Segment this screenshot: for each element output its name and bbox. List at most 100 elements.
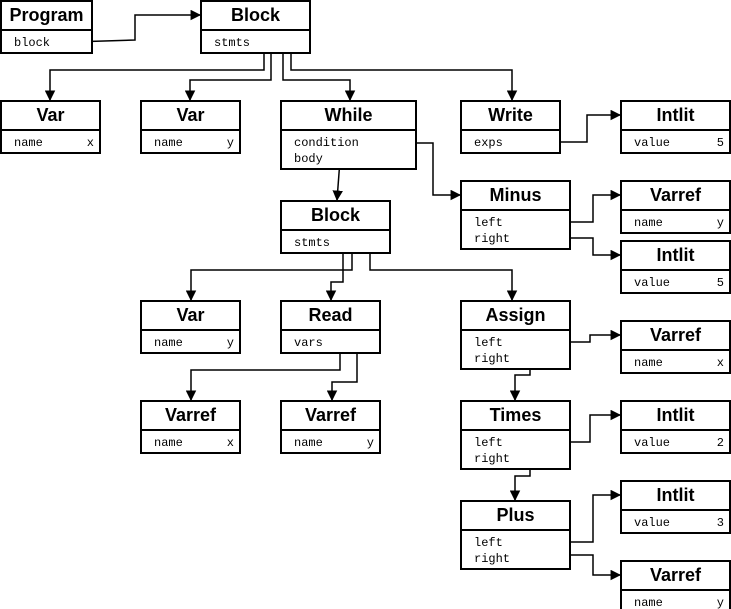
field-value: x xyxy=(227,436,234,450)
node-title: Intlit xyxy=(657,485,695,505)
field-name: stmts xyxy=(294,236,330,250)
edges xyxy=(44,9,622,581)
field-name: value xyxy=(634,276,670,290)
node-title: Read xyxy=(308,305,352,325)
node-title: Var xyxy=(176,305,204,325)
field-name: right xyxy=(474,452,510,466)
node-box xyxy=(280,300,381,354)
field-name: value xyxy=(634,136,670,150)
node-box xyxy=(0,100,101,154)
node-box xyxy=(280,400,381,454)
node-title: Var xyxy=(36,105,64,125)
field-value: 5 xyxy=(717,136,724,150)
field-name: value xyxy=(634,436,670,450)
field-name: condition xyxy=(294,136,359,150)
node-box xyxy=(280,200,391,254)
field-name: value xyxy=(634,516,670,530)
node-read: Read vars xyxy=(280,300,381,354)
node-box xyxy=(620,560,731,609)
field-name: name xyxy=(634,216,663,230)
node-title: Varref xyxy=(650,325,702,345)
node-box xyxy=(140,400,241,454)
node-title: Plus xyxy=(496,505,534,525)
field-name: name xyxy=(294,436,323,450)
field-name: name xyxy=(634,596,663,609)
node-box xyxy=(460,300,571,370)
node-box xyxy=(620,480,731,534)
node-box xyxy=(0,0,93,54)
field-name: left xyxy=(474,336,503,350)
node-box xyxy=(460,180,571,250)
field-value: y xyxy=(227,136,234,150)
field-name: name xyxy=(634,356,663,370)
node-title: Var xyxy=(176,105,204,125)
node-intlit_5b: Intlit value 5 xyxy=(620,240,731,294)
node-title: Assign xyxy=(485,305,545,325)
node-title: Intlit xyxy=(657,105,695,125)
field-value: x xyxy=(717,356,724,370)
node-box xyxy=(620,100,731,154)
node-program: Program block xyxy=(0,0,93,54)
field-value: y xyxy=(227,336,234,350)
edge-program-block-to-block1 xyxy=(71,9,202,43)
edge-block1-stmts-to-var_x xyxy=(44,42,265,102)
edge-block2-stmts-to-assign xyxy=(369,242,518,302)
node-title: Varref xyxy=(650,185,702,205)
node-title: Times xyxy=(490,405,542,425)
edge-block1-stmts-to-while xyxy=(282,42,356,102)
field-name: name xyxy=(14,136,43,150)
edge-block2-stmts-to-read xyxy=(325,242,344,302)
field-name: block xyxy=(14,36,50,50)
field-name: name xyxy=(154,136,183,150)
node-title: Program xyxy=(9,5,83,25)
field-name: exps xyxy=(474,136,503,150)
field-name: left xyxy=(474,216,503,230)
field-name: vars xyxy=(294,336,323,350)
field-value: 5 xyxy=(717,276,724,290)
node-varref_y2: Varref name y xyxy=(280,400,381,454)
field-value: 2 xyxy=(717,436,724,450)
edge-read-vars-to-varref_x2 xyxy=(185,342,341,402)
node-var_y1: Var name y xyxy=(140,100,241,154)
node-write: Write exps xyxy=(460,100,561,154)
node-title: While xyxy=(325,105,373,125)
node-block2: Block stmts xyxy=(280,200,391,254)
node-box xyxy=(140,100,241,154)
field-value: y xyxy=(717,216,724,230)
node-title: Block xyxy=(311,205,361,225)
node-title: Block xyxy=(231,5,281,25)
node-varref_y1: Varref name y xyxy=(620,180,731,234)
field-name: name xyxy=(154,436,183,450)
node-box xyxy=(460,500,571,570)
node-title: Intlit xyxy=(657,405,695,425)
node-box xyxy=(140,300,241,354)
node-box xyxy=(460,100,561,154)
node-var_x: Var name x xyxy=(0,100,101,154)
node-title: Varref xyxy=(305,405,357,425)
node-box xyxy=(620,240,731,294)
node-title: Minus xyxy=(490,185,542,205)
node-box xyxy=(620,180,731,234)
field-name: stmts xyxy=(214,36,250,50)
field-name: left xyxy=(474,436,503,450)
edge-block1-stmts-to-var_y1 xyxy=(184,42,272,102)
node-title: Varref xyxy=(650,565,702,585)
field-value: 3 xyxy=(717,516,724,530)
field-value: x xyxy=(87,136,94,150)
node-intlit_3: Intlit value 3 xyxy=(620,480,731,534)
node-title: Write xyxy=(488,105,533,125)
node-block1: Block stmts xyxy=(200,0,311,54)
node-varref_x1: Varref name x xyxy=(620,320,731,374)
field-value: y xyxy=(367,436,374,450)
field-name: body xyxy=(294,152,323,166)
field-name: right xyxy=(474,552,510,566)
node-title: Intlit xyxy=(657,245,695,265)
